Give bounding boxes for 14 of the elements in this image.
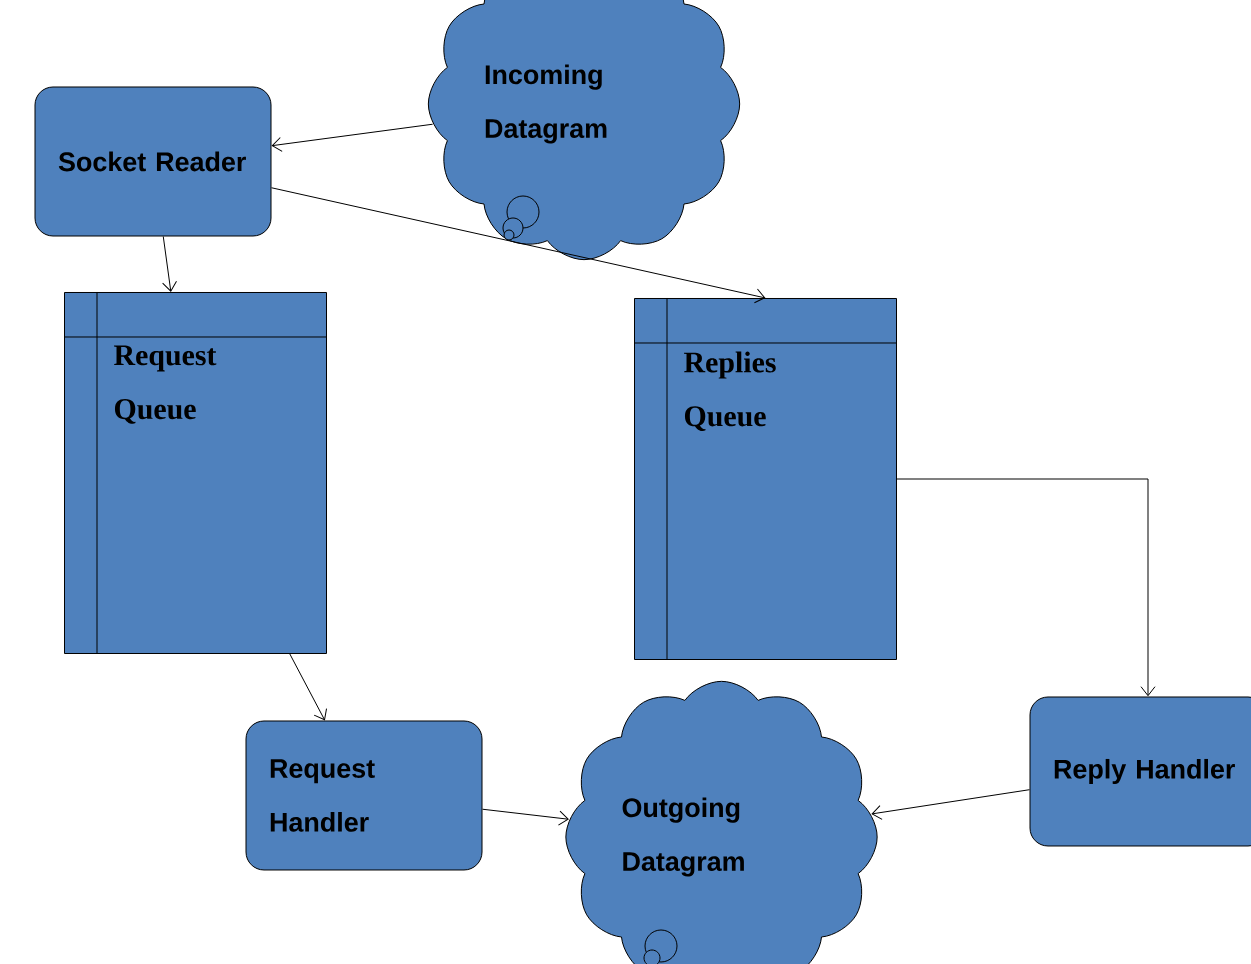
arrow: [482, 808, 569, 826]
thought-cloud: Outgoing Datagram: [565, 680, 878, 964]
arrow: [289, 653, 328, 721]
thought-cloud: Incoming Datagram: [427, 0, 741, 261]
process-box: Socket Reader: [34, 86, 272, 237]
arrow: [271, 187, 766, 304]
arrow: [871, 789, 1030, 820]
queue-table: Replies Queue: [633, 297, 897, 660]
arrow: [271, 123, 434, 152]
process-box: Reply Handler: [1029, 696, 1251, 847]
arrow: [896, 478, 1156, 697]
process-box: Request Handler: [245, 720, 483, 871]
queue-table: Request Queue: [63, 291, 327, 654]
arrow: [162, 236, 177, 292]
